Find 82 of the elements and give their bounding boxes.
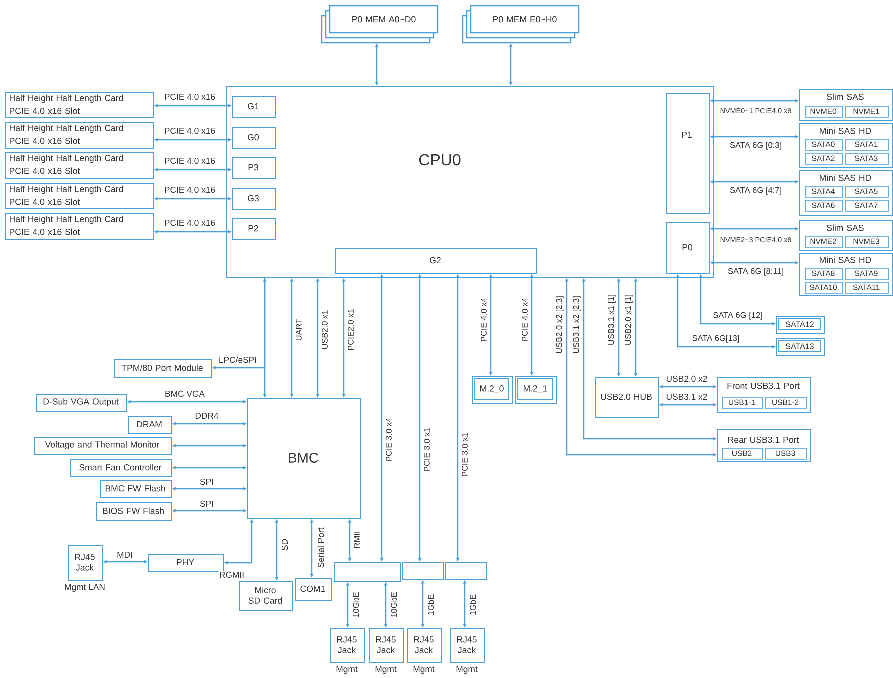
connector-box: M.2_1 [515,376,558,404]
edge-label: USB3.1 x1 [1] [607,294,617,346]
edge-label: PCIE 3.0 x1 [423,427,431,473]
block-box: D-Sub VGA Output [36,394,128,412]
edge-label: SATA 6G [0:3] [729,141,783,151]
jack-box: RJ45 Jack [450,628,486,664]
edge-label: PCIE 4.0 x16 [164,219,216,227]
block-box: Smart Fan Controller [70,459,172,478]
memory-module-stack: P0 MEM E0~H0 [462,5,580,44]
edge-label: DDR4 [194,412,220,420]
edge-label: USB2.0 x1 [321,309,329,351]
block-box [402,562,444,580]
port-box: G1 [232,96,276,118]
edge-label: SPI [199,500,215,508]
block-box: Voltage and Thermal Monitor [34,437,172,456]
memory-module-stack: P0 MEM A0~D0 [321,5,439,44]
edge-label: PCIE 4.0 x16 [164,186,216,194]
edge-label: USB3.1 x2 [2:3] [572,295,582,355]
connector-box: SATA12 [776,316,826,334]
edge-label: SATA 6G [4:7] [729,186,783,196]
port-box: P3 [232,157,276,180]
block-box: COM1 [295,578,332,602]
edge-label: MDI [116,551,134,559]
node-label: Mgmt [336,666,358,674]
node-label: Mgmt [456,666,478,674]
edge-label: SATA 6G[13] [691,334,741,344]
edge-label: 10GbE [352,591,360,619]
edge-label: RMII [353,530,361,550]
jack-box: RJ45 Jack [68,545,104,582]
edge-label: UART [295,318,303,342]
block-box: PHY [148,554,224,572]
connector-box: M.2_0 [472,376,514,404]
edge-label: 1GbE [469,594,477,616]
port-box: P1 [666,93,710,214]
edge-label: LPC/eSPI [218,356,258,364]
edge-label: 1GbE [427,594,435,616]
edge-label: USB2.0 x2 [665,375,709,383]
chip-box: BMC [247,398,362,520]
node-label: Mgmt [376,666,397,674]
slot-box: Half Height Half Length Card PCIE 4.0 x16 Slot [5,183,154,210]
block-box [334,562,402,582]
edge-label: USB2.0 x1 [1] [624,294,634,346]
edge-label: SD [281,538,289,552]
block-box: BMC FW Flash [100,480,172,498]
edge-label: PCIE 4.0 x16 [164,93,216,101]
block-box: DRAM [128,416,172,434]
edge-label: 10GbE [390,591,398,619]
edge-label: PCIE 4.0 x4 [521,297,529,343]
edge-label: PCIE 3.0 x4 [385,417,393,463]
slot-box: Half Height Half Length Card PCIE 4.0 x16 Slot [5,213,154,240]
edge-label: PCIE 4.0 x4 [480,297,488,343]
port-box: G0 [232,127,276,150]
jack-box: RJ45 Jack [330,628,366,664]
edge-label: USB2.0 x2 [2:3] [555,295,565,355]
port-box: P0 [666,222,710,274]
edge-label: SATA 6G [8:11] [727,267,785,277]
connector-box: SATA13 [776,338,826,356]
slot-box: Half Height Half Length Card PCIE 4.0 x16 Slot [5,152,154,180]
block-box: BIOS FW Flash [96,502,172,522]
slot-box: Half Height Half Length Card PCIE 4.0 x16 Slot [5,122,154,150]
port-box: P2 [232,218,276,240]
edge-label: RGMII [218,571,246,579]
jack-box: RJ45 Jack [369,628,404,664]
edge-label: SATA 6G [12] [712,311,764,321]
block-box: USB2.0 HUB [595,377,660,418]
block-box: Micro SD Card [239,581,294,612]
edge-label: BMC VGA [164,390,206,398]
node-label: Mgmt [414,666,435,674]
jack-box: RJ45 Jack [407,628,442,664]
edge-label: SPI [199,478,215,486]
port-box: G2 [335,248,538,274]
edge-label: PCIE2.0 x1 [347,308,355,352]
node-label: Mgmt LAN [65,584,105,592]
edge-label: PCIE 4.0 x16 [164,157,216,165]
port-box: G3 [232,188,276,210]
edge-label: USB3.1 x2 [665,393,709,401]
block-box [445,562,488,580]
edge-label: Serial Port [317,526,325,570]
edge-label: PCIE 3.0 x1 [461,432,469,478]
edge-label: PCIE 4.0 x16 [164,127,216,135]
slot-box: Half Height Half Length Card PCIE 4.0 x16 Slot [5,92,154,118]
block-box: TPM/80 Port Module [114,359,212,378]
